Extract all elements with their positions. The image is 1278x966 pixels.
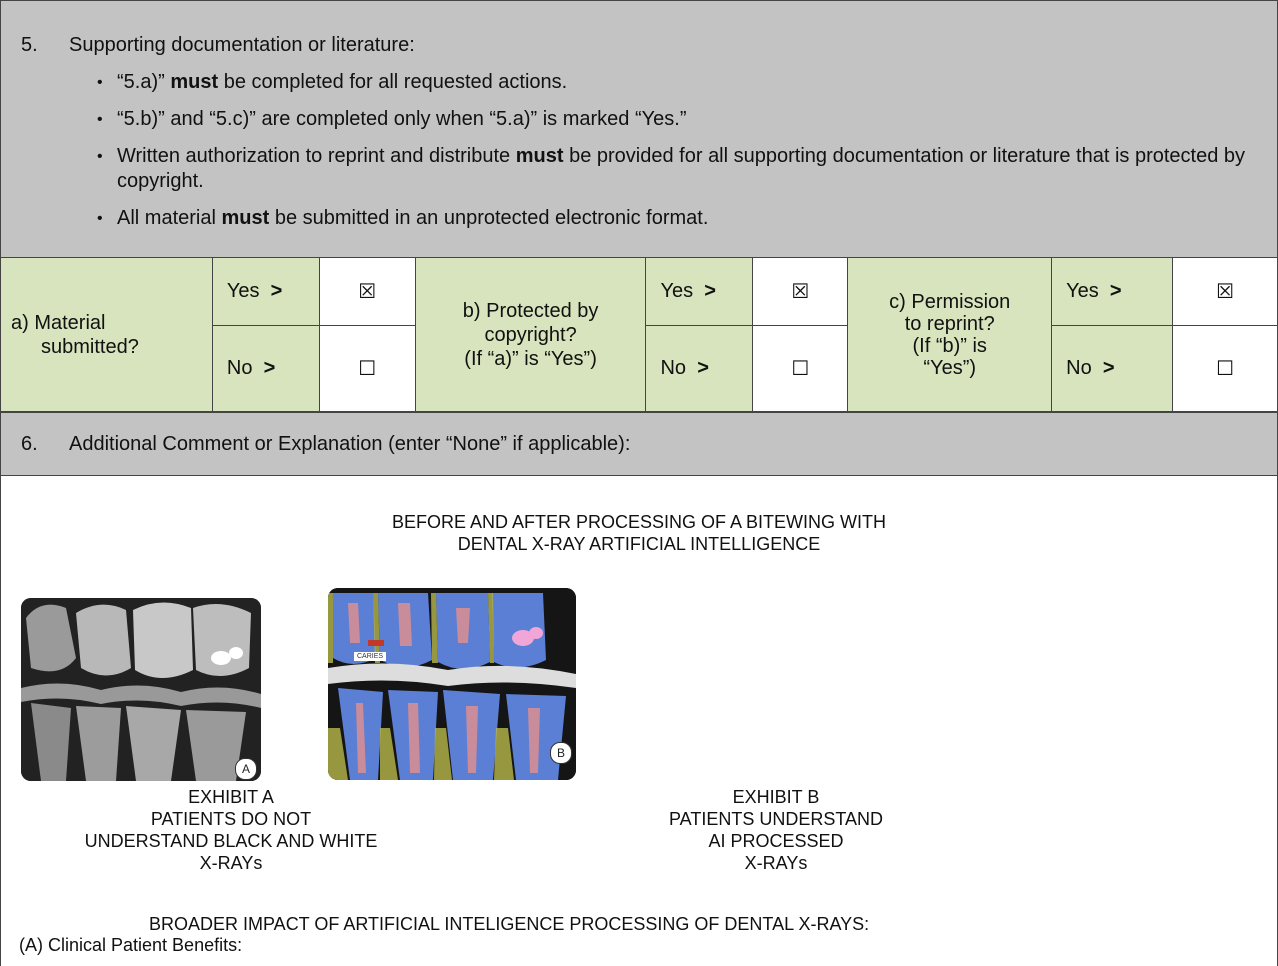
xray-a-graphic [21, 598, 261, 781]
b-yes-checkbox[interactable]: ☒ [752, 257, 849, 326]
xray-b-graphic [328, 588, 576, 780]
caption-line: PATIENTS DO NOT [150, 809, 312, 829]
caption-line: X-RAYs [744, 853, 808, 873]
material-options-table: a) Material submitted? Yes > ☒ b) Protec… [0, 257, 1278, 412]
a-no-checkbox[interactable]: ☐ [318, 325, 416, 412]
c-yes-checkbox[interactable]: ☒ [1172, 257, 1278, 326]
bullet-emphasis: must [221, 207, 270, 229]
a-yes-checkbox[interactable]: ☒ [318, 257, 416, 326]
protected-by-copyright-label: b) Protected by copyright? (If “a)” is “… [414, 257, 647, 412]
bullet-text: be completed for all requested actions. [218, 71, 568, 93]
permission-to-reprint-label: c) Permission to reprint? (If “b)” is “Y… [847, 257, 1053, 412]
label-line: (If “b)” is [912, 334, 987, 357]
caption-line: EXHIBIT B [732, 787, 820, 807]
bullet-text: Written authorization to reprint and dis… [117, 145, 516, 167]
c-no-label: No > [1051, 325, 1174, 412]
caption-line: AI PROCESSED [708, 831, 844, 851]
c-no-checkbox[interactable]: ☐ [1172, 325, 1278, 412]
caption-line: UNDERSTAND BLACK AND WHITE [84, 831, 378, 851]
bullet-text: “5.a)” [117, 71, 171, 93]
heading-line: BEFORE AND AFTER PROCESSING OF A BITEWIN… [391, 512, 887, 532]
bullet-item: Written authorization to reprint and dis… [93, 144, 1263, 194]
section-6-header: 6. Additional Comment or Explanation (ent… [0, 412, 1278, 476]
label-line: (If “a)” is “Yes”) [464, 347, 597, 370]
heading-line: DENTAL X-RAY ARTIFICIAL INTELLIGENCE [457, 534, 821, 554]
section-5-header: 5. Supporting documentation or literature… [0, 0, 1278, 258]
comment-heading: BEFORE AND AFTER PROCESSING OF A BITEWIN… [1, 511, 1277, 555]
material-submitted-label: a) Material submitted? [0, 257, 213, 412]
section-6-number: 6. [21, 433, 38, 455]
exhibit-a-caption: EXHIBIT A PATIENTS DO NOT UNDERSTAND BLA… [21, 786, 441, 874]
label-line: submitted? [41, 335, 139, 358]
bullet-text: be provided for all supporting documenta… [117, 145, 1246, 192]
badge-b: B [550, 742, 572, 764]
label-line: c) Permission [889, 290, 1011, 313]
section-5-number: 5. [21, 34, 38, 56]
caries-tag: CARIES [354, 652, 387, 661]
section-5-bullets: “5.a)” must be completed for all request… [93, 70, 1263, 243]
exhibit-b-caption: EXHIBIT B PATIENTS UNDERSTAND AI PROCESS… [611, 786, 941, 874]
label-line: b) Protected by [462, 299, 599, 322]
label-line: to reprint? [904, 312, 995, 335]
label-line: a) Material [11, 311, 106, 334]
label-line: copyright? [484, 323, 577, 346]
caption-line: PATIENTS UNDERSTAND [668, 809, 883, 829]
caption-line: EXHIBIT A [188, 787, 274, 807]
broader-impact-heading: BROADER IMPACT OF ARTIFICIAL INTELIGENCE… [149, 914, 870, 934]
bullet-text: be submitted in an unprotected electroni… [269, 207, 709, 229]
xray-image-b: CARIES B [328, 588, 576, 780]
bullet-item: “5.a)” must be completed for all request… [93, 70, 1263, 95]
section-6-title: Additional Comment or Explanation (enter… [69, 433, 631, 455]
bullet-emphasis: must [170, 71, 219, 93]
section-5-title: Supporting documentation or literature: [69, 34, 415, 56]
caption-line: X-RAYs [199, 853, 263, 873]
b-no-checkbox[interactable]: ☐ [752, 325, 849, 412]
bullet-item: “5.b)” and “5.c)” are completed only whe… [93, 107, 1263, 132]
section-6-title-row: 6. Additional Comment or Explanation (ent… [21, 433, 630, 456]
a-no-label: No > [211, 325, 320, 412]
section-5-title-row: 5. Supporting documentation or literature… [21, 34, 415, 57]
b-no-label: No > [645, 325, 754, 412]
comment-area[interactable]: BEFORE AND AFTER PROCESSING OF A BITEWIN… [0, 475, 1278, 966]
badge-a: A [235, 758, 257, 780]
clinical-benefits-heading: (A) Clinical Patient Benefits: [19, 935, 243, 955]
c-yes-label: Yes > [1051, 257, 1174, 326]
a-yes-label: Yes > [211, 257, 320, 326]
bullet-emphasis: must [515, 145, 564, 167]
b-yes-label: Yes > [645, 257, 754, 326]
label-line: “Yes”) [923, 356, 977, 379]
bullet-text: All material [117, 207, 222, 229]
xray-image-a: A [21, 598, 261, 781]
bullet-item: All material must be submitted in an unp… [93, 206, 1263, 231]
bullet-text: “5.b)” and “5.c)” are completed only whe… [117, 108, 687, 130]
